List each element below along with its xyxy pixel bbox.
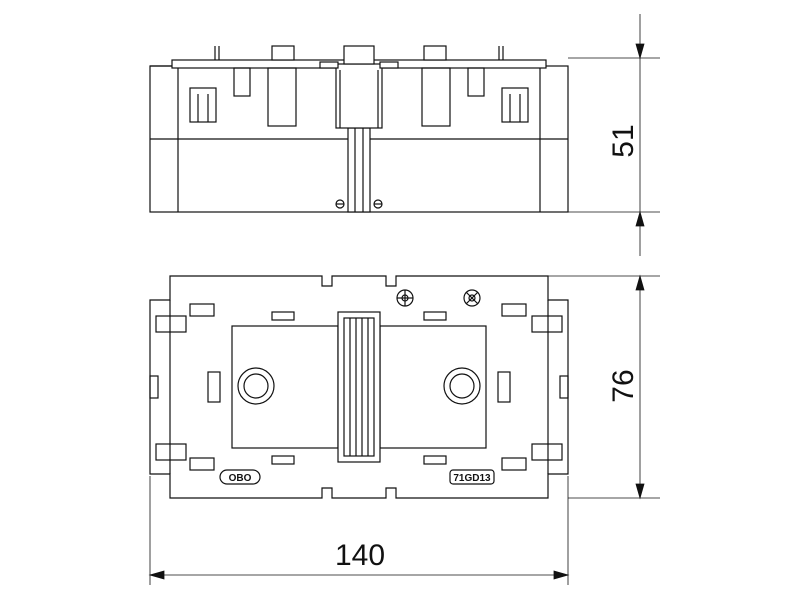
gear-icon <box>463 289 481 307</box>
side-view-pin-left <box>271 45 295 61</box>
side-view-pin-right <box>423 45 447 61</box>
side-view-clip-left <box>189 87 217 123</box>
side-view-clip-right <box>501 87 529 123</box>
plan-view-center-rib <box>337 311 381 463</box>
logo-stamp <box>219 469 261 485</box>
side-view-slot-right <box>421 67 451 127</box>
plan-view-hole-left <box>237 367 275 405</box>
model-stamp <box>449 469 495 485</box>
model-stamp-text: 71GD13 <box>453 473 491 484</box>
dimension-height-top <box>568 14 660 256</box>
plan-view-hole-right <box>443 367 481 405</box>
dimension-label-76: 76 <box>607 369 640 402</box>
side-view-slot-left <box>267 67 297 127</box>
logo-stamp-text: OBO <box>229 473 252 484</box>
side-view-center-divider <box>347 127 371 213</box>
plan-view: OBO 71GD13 <box>149 275 569 499</box>
dimension-height-bottom <box>540 274 660 500</box>
dimension-label-140: 140 <box>335 539 385 572</box>
side-view-center-connector <box>335 63 383 129</box>
gear-icon <box>396 289 414 307</box>
plan-view-corner-tab <box>155 315 187 333</box>
side-view <box>149 45 569 213</box>
dimension-width <box>148 476 570 585</box>
dimension-label-51: 51 <box>607 124 640 157</box>
